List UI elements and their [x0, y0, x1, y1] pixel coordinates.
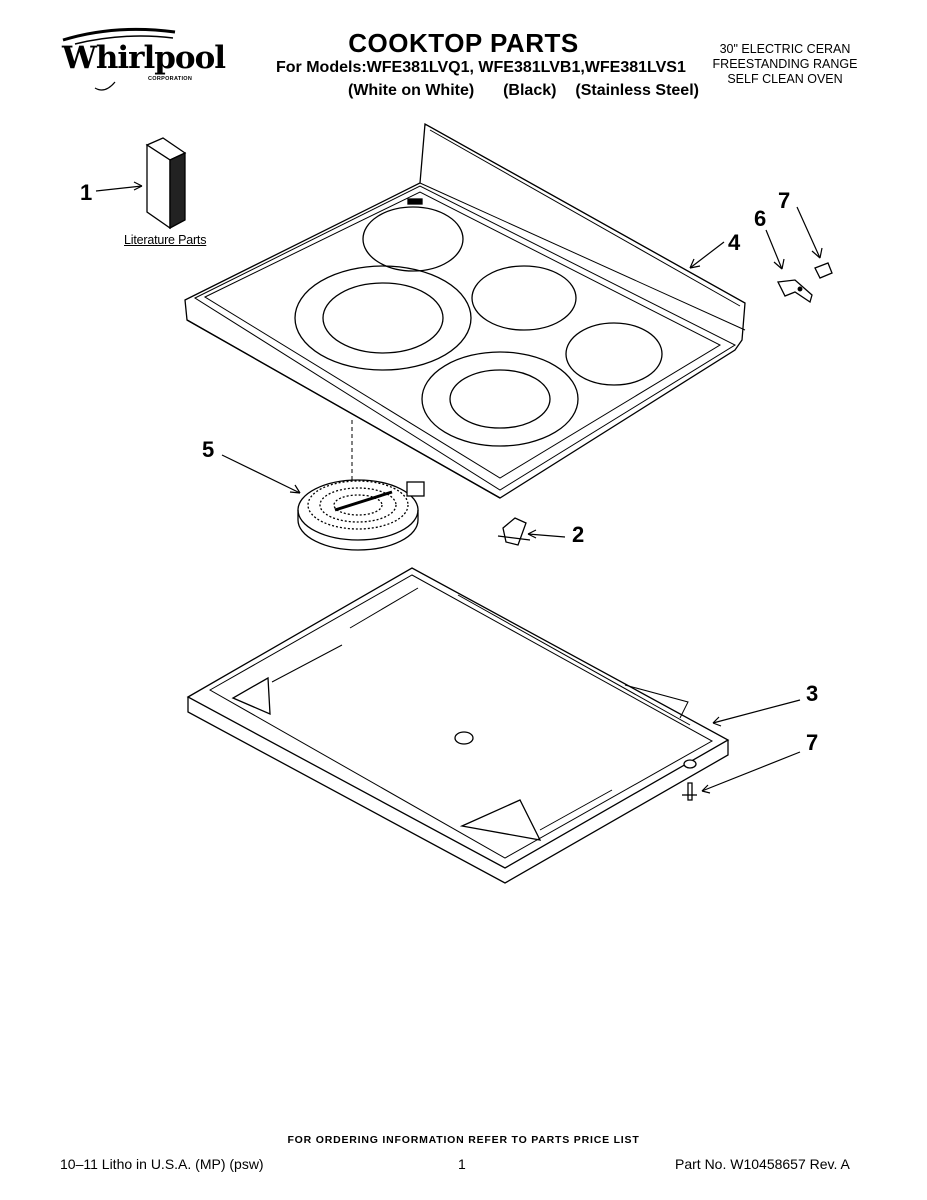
- logo-subtitle: CORPORATION: [148, 76, 193, 82]
- range-line-3: SELF CLEAN OVEN: [727, 72, 843, 86]
- range-line-2: FREESTANDING RANGE: [712, 57, 858, 71]
- finish-white: (White on White): [348, 82, 475, 99]
- part-number: Part No. W10458657 Rev. A: [675, 1156, 850, 1172]
- bottom-support-pan: [186, 567, 730, 884]
- hinge-bracket: [777, 279, 813, 304]
- callout-3: 3: [806, 681, 819, 706]
- radiant-surface-element: [297, 479, 425, 551]
- logo-wordmark: Whirlpool: [62, 40, 226, 76]
- finish-list: (White on White) (Black) (Stainless Stee…: [348, 82, 699, 100]
- cooktop-main-top: [184, 122, 746, 499]
- litho-info: 10–11 Litho in U.S.A. (MP) (psw): [60, 1156, 264, 1172]
- ordering-note: FOR ORDERING INFORMATION REFER TO PARTS …: [287, 1134, 640, 1146]
- range-line-1: 30" ELECTRIC CERAN: [719, 42, 851, 56]
- callout-4: 4: [728, 230, 741, 255]
- callout-7-bottom: 7: [806, 730, 819, 755]
- cooktop-clip: [497, 517, 531, 546]
- literature-booklet: [145, 137, 187, 230]
- callout-5: 5: [202, 437, 215, 462]
- page-number: 1: [458, 1156, 466, 1172]
- whirlpool-logo: [62, 27, 176, 91]
- bottom-screw: [682, 759, 697, 801]
- literature-parts-label: Literature Parts: [124, 233, 207, 247]
- callout-1: 1: [80, 180, 93, 205]
- callout-7-top: 7: [778, 188, 791, 213]
- finish-black: (Black): [503, 82, 557, 99]
- model-list: For Models:WFE381LVQ1, WFE381LVB1,WFE381…: [276, 59, 686, 76]
- callout-6: 6: [754, 206, 767, 231]
- screw-small: [814, 262, 833, 279]
- range-description: 30" ELECTRIC CERAN FREESTANDING RANGE SE…: [685, 42, 885, 87]
- callout-leaders: [95, 181, 823, 794]
- page-title: COOKTOP PARTS: [348, 28, 579, 58]
- finish-stainless: (Stainless Steel): [575, 82, 699, 99]
- callout-2: 2: [572, 522, 585, 547]
